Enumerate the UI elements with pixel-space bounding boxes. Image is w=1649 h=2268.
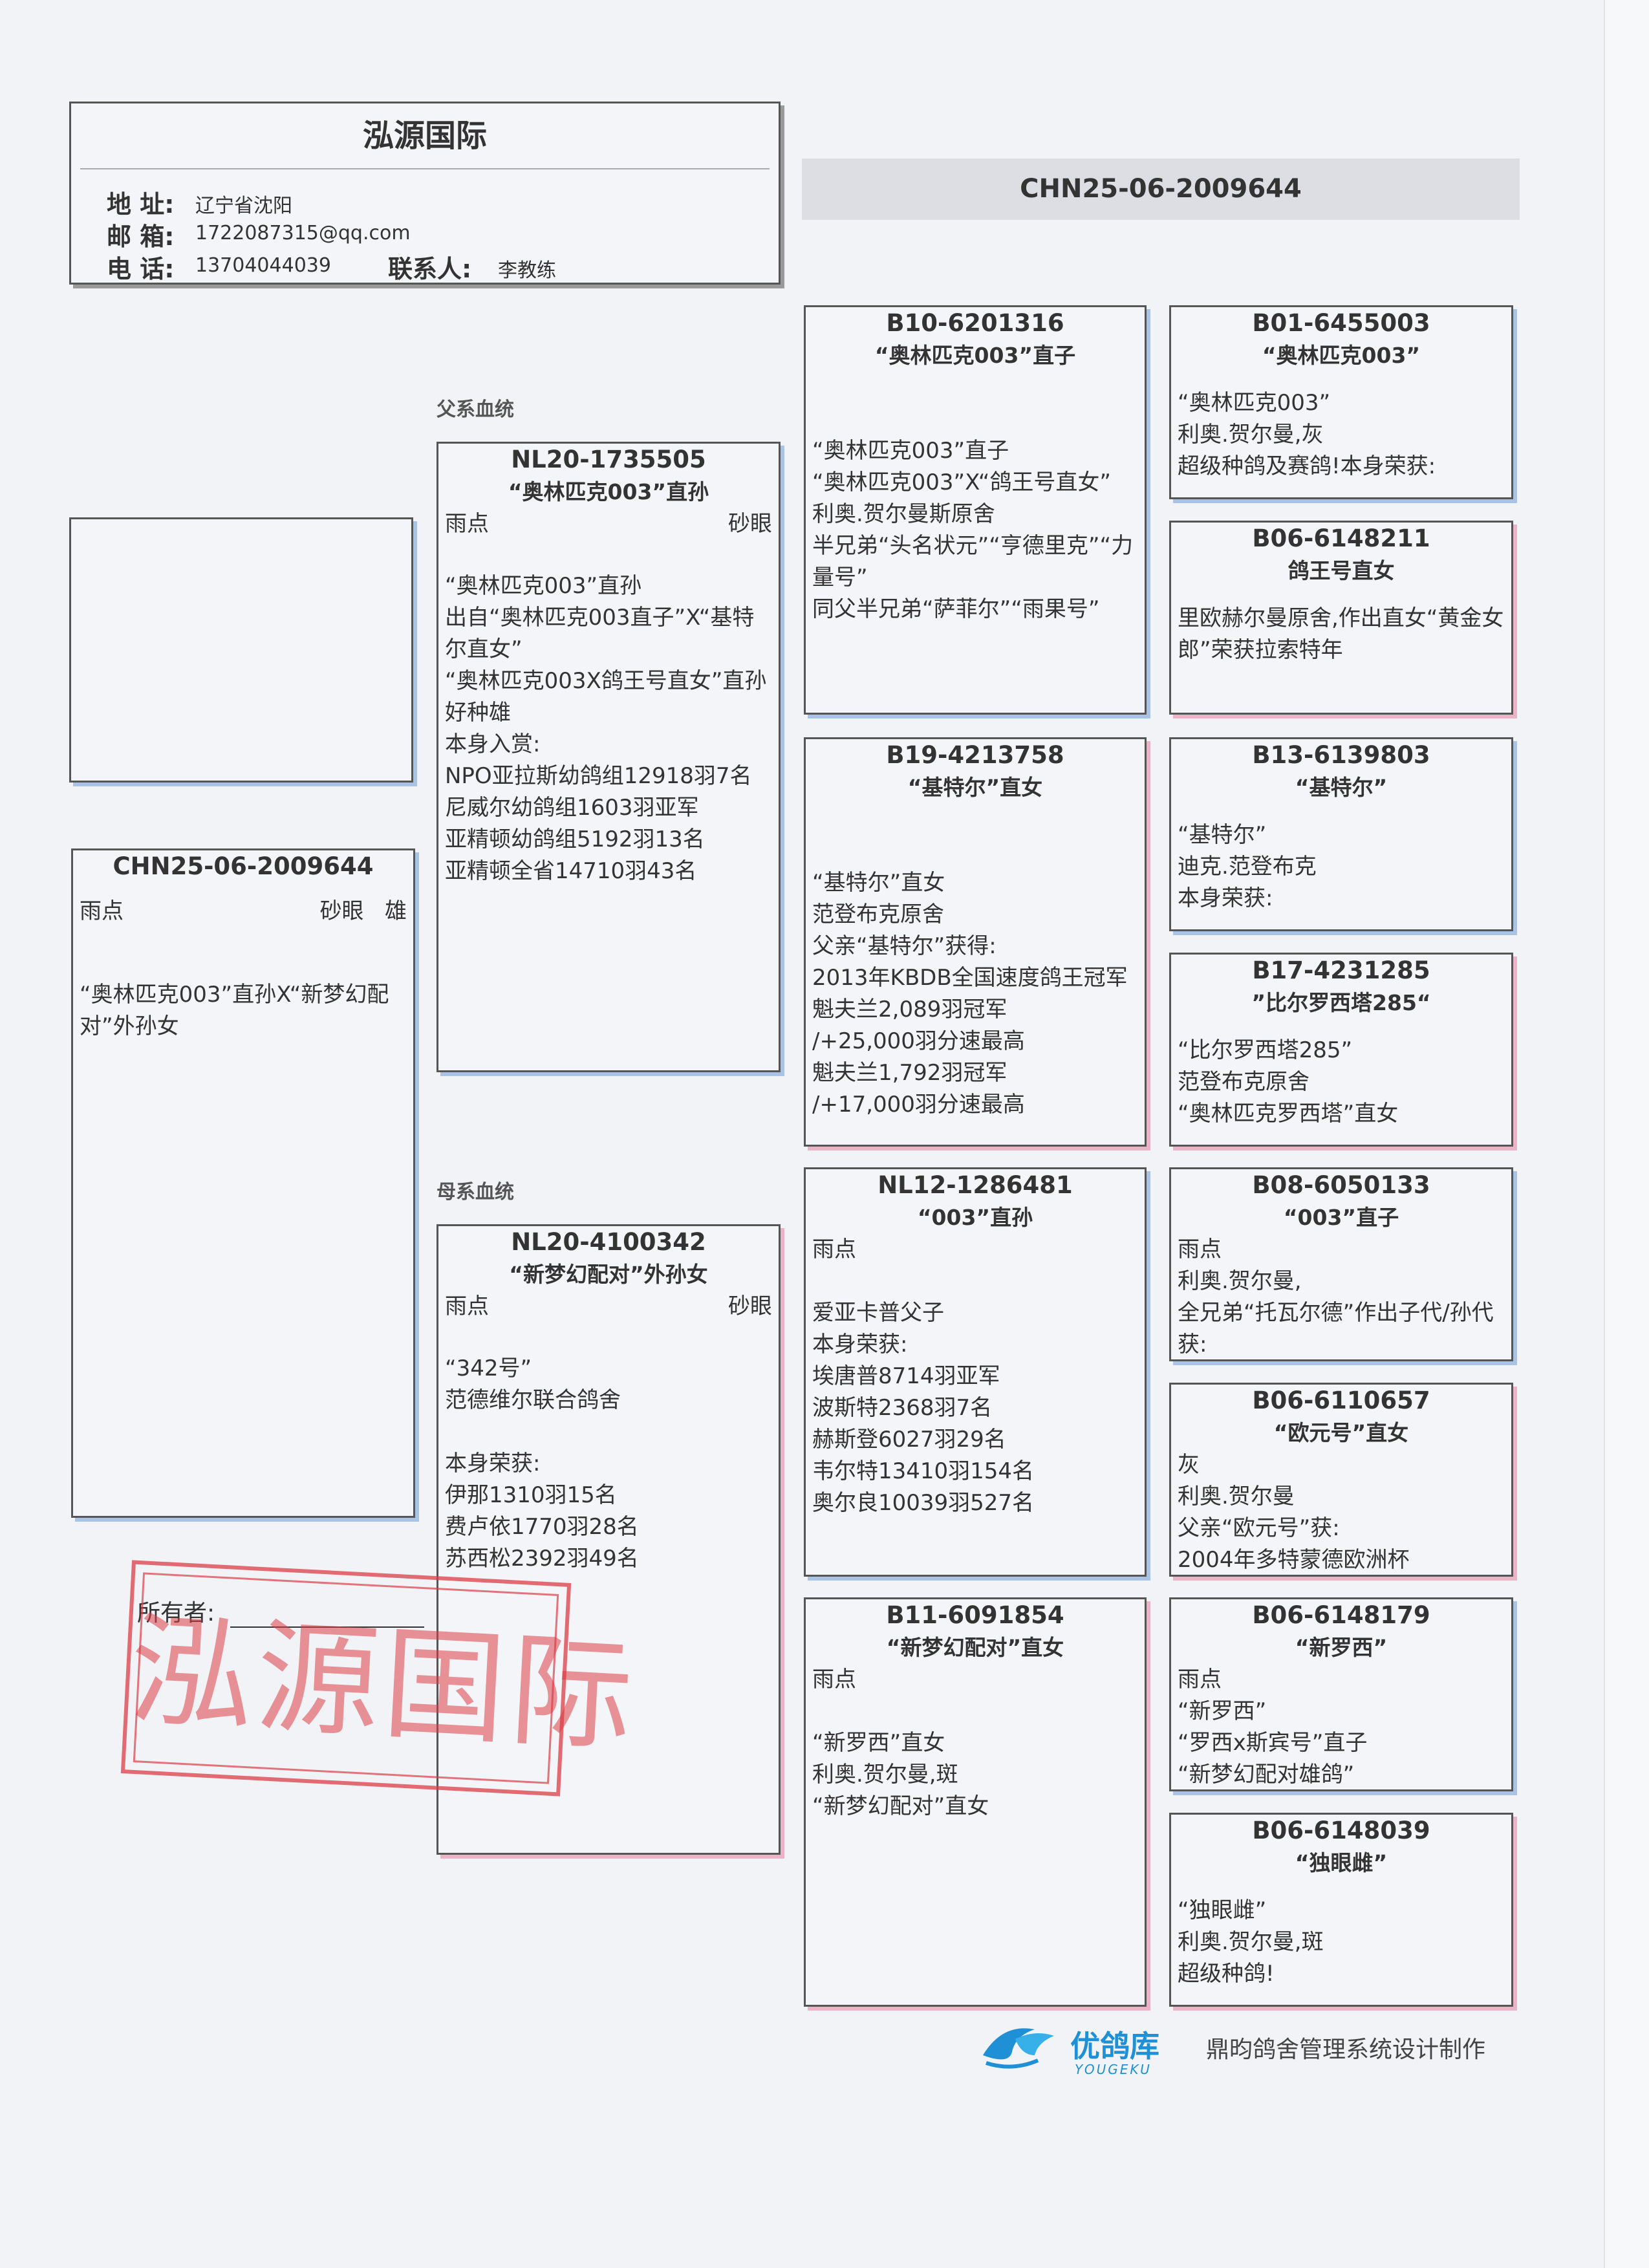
brand-name-en: YOUGEKU [1075, 2062, 1152, 2077]
gp-name: “新梦幻配对”直女 [886, 1635, 1064, 1660]
email-value: 1722087315@qq.com [195, 222, 411, 244]
dam-desc: “342号” 范德维尔联合鸽舍 本身荣获: 伊那1310羽15名 费卢依1770… [445, 1355, 639, 1571]
ggp-name: “欧元号”直女 [1273, 1420, 1409, 1445]
gp-card-dam-dam: B11-6091854 “新梦幻配对”直女 雨点 “新罗西”直女 利奥.贺尔曼,… [804, 1597, 1147, 2007]
owner-line: 所有者: [137, 1594, 424, 1628]
gp-ring: B19-4213758 [886, 741, 1064, 769]
ggp-desc: 雨点 利奥.贺尔曼, 全兄弟“托瓦尔德”作出子代/孙代获: [1178, 1237, 1494, 1357]
ggp-name: “新罗西” [1295, 1635, 1388, 1660]
subject-eye: 砂眼 [319, 898, 364, 924]
subject-card: CHN25-06-2009644 雨点 砂眼 雄 “奥林匹克003”直孙X“新梦… [71, 848, 415, 1518]
phone-value: 13704044039 [195, 254, 331, 277]
gp-desc: 雨点 “新罗西”直女 利奥.贺尔曼,斑 “新梦幻配对”直女 [812, 1667, 989, 1819]
subject-color: 雨点 [80, 898, 124, 924]
ggp-name: “奥林匹克003” [1262, 343, 1421, 368]
dam-traits: 雨点 砂眼 [438, 1291, 779, 1323]
seal-stamp: 泓源国际 [120, 1560, 640, 1797]
owner-blank[interactable] [230, 1603, 424, 1628]
yougeku-logo-icon [983, 2028, 1054, 2069]
gp-name: “003”直孙 [917, 1205, 1033, 1230]
contact-value: 李教练 [498, 259, 556, 282]
brand-name: 优鸽库 [1070, 2029, 1159, 2064]
ring-banner [802, 158, 1520, 220]
dam-ring: NL20-4100342 [511, 1228, 706, 1256]
contact-label: 联系人: [388, 255, 472, 283]
sire-traits: 雨点 砂眼 [438, 508, 779, 540]
subject-ring: CHN25-06-2009644 [113, 852, 374, 880]
gp-card-sire-sire: B10-6201316 “奥林匹克003”直子 “奥林匹克003”直子 “奥林匹… [804, 305, 1147, 715]
gp-ring: B11-6091854 [886, 1601, 1064, 1629]
page-edge [1604, 0, 1649, 2268]
subject-eye-sex: 砂眼 雄 [320, 896, 407, 927]
footer-credit: 鼎昀鸽舍管理系统设计制作 [1206, 2036, 1486, 2063]
ggp-desc: 灰 利奥.贺尔曼 父亲“欧元号”获: 2004年多特蒙德欧洲杯 [1178, 1452, 1410, 1573]
owner-label: 所有者: [137, 1600, 215, 1626]
ggp-name: “基特尔” [1295, 775, 1388, 800]
pigeon-photo-frame [69, 517, 413, 783]
ggp-desc: “奥林匹克003” 利奥.贺尔曼,灰 超级种鸽及赛鸽!本身荣获: [1178, 390, 1436, 479]
sire-ring: NL20-1735505 [511, 446, 706, 473]
ggp-desc: 里欧赫尔曼原舍,作出直女“黄金女郎”荣获拉索特年 [1178, 605, 1504, 663]
sire-desc: “奥林匹克003”直孙 出自“奥林匹克003直子”X“基特尔直女” “奥林匹克0… [445, 573, 767, 884]
ggp-desc: “独眼雌” 利奥.贺尔曼,斑 超级种鸽! [1178, 1897, 1324, 1987]
dam-name: “新梦幻配对”外孙女 [509, 1262, 708, 1287]
ggp-card-3: B13-6139803 “基特尔” “基特尔” 迪克.范登布克 本身荣获: [1169, 737, 1513, 931]
subject-sex: 雄 [385, 898, 407, 924]
gp-desc: 雨点 爱亚卡普父子 本身荣获: 埃唐普8714羽亚军 波斯特2368羽7名 赫斯… [812, 1237, 1035, 1516]
ggp-name: 鸽王号直女 [1288, 558, 1395, 583]
sire-section-label: 父系血统 [436, 398, 514, 421]
ggp-name: “独眼雌” [1295, 1850, 1388, 1875]
breeder-header: 泓源国际 地 址: 辽宁省沈阳 邮 箱: 1722087315@qq.com 电… [69, 102, 781, 285]
ggp-card-1: B01-6455003 “奥林匹克003” “奥林匹克003” 利奥.贺尔曼,灰… [1169, 305, 1513, 499]
seal-stamp-text: 泓源国际 [126, 1599, 640, 1769]
sire-color: 雨点 [445, 511, 489, 537]
gp-desc: “基特尔”直女 范登布克原舍 父亲“基特尔”获得: 2013年KBDB全国速度鸽… [812, 870, 1128, 1118]
sire-name: “奥林匹克003”直孙 [508, 479, 709, 504]
ggp-ring: B06-6148211 [1252, 524, 1430, 552]
address-label: 地 址: [107, 190, 175, 219]
subject-traits: 雨点 砂眼 雄 [73, 896, 413, 927]
ggp-card-4: B17-4231285 ”比尔罗西塔285“ “比尔罗西塔285” 范登布克原舍… [1169, 953, 1513, 1147]
ggp-ring: B01-6455003 [1252, 309, 1430, 337]
ggp-card-8: B06-6148039 “独眼雌” “独眼雌” 利奥.贺尔曼,斑 超级种鸽! [1169, 1813, 1513, 2007]
ggp-ring: B08-6050133 [1252, 1171, 1430, 1199]
breeder-name: 泓源国际 [80, 103, 770, 169]
ggp-desc: 雨点 “新罗西” “罗西x斯宾号”直子 “新梦幻配对雄鸽” [1178, 1667, 1368, 1787]
ggp-ring: B13-6139803 [1252, 741, 1430, 769]
subject-desc: “奥林匹克003”直孙X“新梦幻配对”外孙女 [80, 982, 389, 1039]
ggp-desc: “基特尔” 迪克.范登布克 本身荣获: [1178, 822, 1317, 911]
gp-card-sire-dam: B19-4213758 “基特尔”直女 “基特尔”直女 范登布克原舍 父亲“基特… [804, 737, 1147, 1147]
ggp-ring: B17-4231285 [1252, 956, 1430, 984]
ggp-ring: B06-6110657 [1252, 1387, 1430, 1414]
gp-desc: “奥林匹克003”直子 “奥林匹克003”X“鸽王号直女” 利奥.贺尔曼斯原舍 … [812, 438, 1134, 622]
ggp-card-2: B06-6148211 鸽王号直女 里欧赫尔曼原舍,作出直女“黄金女郎”荣获拉索… [1169, 521, 1513, 715]
gp-name: “基特尔”直女 [907, 775, 1043, 800]
gp-name: “奥林匹克003”直子 [874, 343, 1076, 368]
ggp-name: “003”直子 [1283, 1205, 1399, 1230]
dam-eye: 砂眼 [728, 1293, 772, 1319]
sire-card: NL20-1735505 “奥林匹克003”直孙 雨点 砂眼 “奥林匹克003”… [436, 442, 781, 1072]
ring-banner-text: CHN25-06-2009644 [1020, 174, 1302, 204]
gp-ring: B10-6201316 [886, 309, 1064, 337]
gp-card-dam-sire: NL12-1286481 “003”直孙 雨点 爱亚卡普父子 本身荣获: 埃唐普… [804, 1167, 1147, 1577]
ggp-card-6: B06-6110657 “欧元号”直女 灰 利奥.贺尔曼 父亲“欧元号”获: 2… [1169, 1383, 1513, 1577]
phone-label: 电 话: [107, 255, 175, 283]
ggp-ring: B06-6148179 [1252, 1601, 1430, 1629]
ggp-ring: B06-6148039 [1252, 1817, 1430, 1844]
email-label: 邮 箱: [107, 222, 175, 251]
address-value: 辽宁省沈阳 [195, 195, 292, 217]
ggp-card-5: B08-6050133 “003”直子 雨点 利奥.贺尔曼, 全兄弟“托瓦尔德”… [1169, 1167, 1513, 1361]
dam-card: NL20-4100342 “新梦幻配对”外孙女 雨点 砂眼 “342号” 范德维… [436, 1224, 781, 1855]
ggp-card-7: B06-6148179 “新罗西” 雨点 “新罗西” “罗西x斯宾号”直子 “新… [1169, 1597, 1513, 1791]
sire-eye: 砂眼 [728, 511, 772, 537]
ggp-desc: “比尔罗西塔285” 范登布克原舍 “奥林匹克罗西塔”直女 [1178, 1037, 1399, 1127]
gp-ring: NL12-1286481 [878, 1171, 1073, 1199]
ggp-name: ”比尔罗西塔285“ [1251, 990, 1431, 1015]
dam-section-label: 母系血统 [436, 1181, 514, 1204]
dam-color: 雨点 [445, 1293, 489, 1319]
